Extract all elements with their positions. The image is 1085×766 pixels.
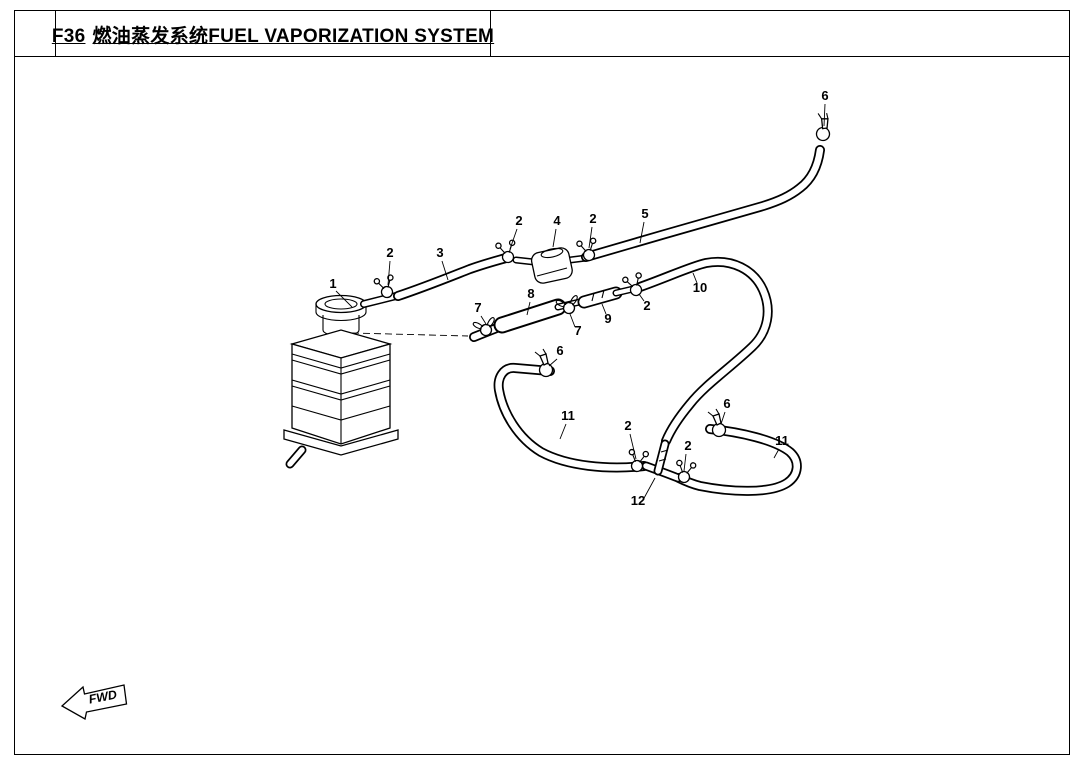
title-bar: F36 燃油蒸发系统FUEL VAPORIZATION SYSTEM xyxy=(15,11,1069,57)
callout-number: 2 xyxy=(624,418,631,433)
callout-number: 1 xyxy=(329,276,336,291)
callout-number: 2 xyxy=(684,438,691,453)
callout-leader-line xyxy=(387,260,391,286)
callout-number: 7 xyxy=(474,300,481,315)
callout-number: 10 xyxy=(693,280,707,295)
callout-leader-line xyxy=(569,313,576,328)
callout-leader-line xyxy=(773,448,780,459)
callout-leader-line xyxy=(823,103,826,127)
purge-valve xyxy=(516,247,586,284)
callout-leader-line xyxy=(441,260,449,281)
callout-leader-line xyxy=(692,272,698,284)
callout-number: 5 xyxy=(641,206,648,221)
callout-number: 6 xyxy=(821,88,828,103)
callout-leader-line xyxy=(588,226,593,249)
drawing-frame: F36 燃油蒸发系统FUEL VAPORIZATION SYSTEM xyxy=(14,10,1070,755)
callout-leader-line xyxy=(639,221,645,244)
callout-number: 2 xyxy=(515,213,522,228)
callout-number: 6 xyxy=(723,396,730,411)
callout-leader-line xyxy=(548,358,558,367)
callout-leader-line xyxy=(509,228,518,250)
callout-leader-line xyxy=(559,423,567,440)
page-title: F36 燃油蒸发系统FUEL VAPORIZATION SYSTEM xyxy=(52,21,494,48)
callout-number: 3 xyxy=(436,245,443,260)
callout-leader-line xyxy=(601,303,607,315)
title-english: FUEL VAPORIZATION SYSTEM xyxy=(208,25,495,47)
callout-leader-line xyxy=(642,477,656,501)
callout-number: 9 xyxy=(604,311,611,326)
callout-leader-line xyxy=(480,315,487,325)
dashed-guide-line xyxy=(351,332,469,337)
callout-number: 12 xyxy=(631,493,645,508)
callout-leader-line xyxy=(526,301,531,316)
hose-5 xyxy=(586,150,820,257)
fwd-label: FWD xyxy=(88,687,119,706)
callout-number: 2 xyxy=(386,245,393,260)
callout-leader-line xyxy=(335,290,353,308)
callout-number: 6 xyxy=(556,343,563,358)
callout-leader-line xyxy=(720,411,726,425)
callout-leader-line xyxy=(638,293,645,302)
callout-number: 4 xyxy=(553,213,561,228)
title-box: F36 燃油蒸发系统FUEL VAPORIZATION SYSTEM xyxy=(52,11,494,57)
callout-number: 8 xyxy=(527,286,534,301)
hose-3 xyxy=(398,258,506,296)
callout-leader-line xyxy=(552,228,557,248)
callout-leader-line xyxy=(629,433,637,460)
callout-number: 11 xyxy=(561,408,575,423)
tee-joint xyxy=(646,444,678,478)
callout-number: 7 xyxy=(574,323,581,338)
callout-number: 11 xyxy=(775,433,789,448)
screw-clamp-icon xyxy=(809,109,837,143)
callout-leader-line xyxy=(683,453,687,472)
callout-number: 2 xyxy=(589,211,596,226)
callout-number: 2 xyxy=(643,298,650,313)
title-chinese: 燃油蒸发系统 xyxy=(92,25,209,47)
canister xyxy=(283,296,398,465)
fwd-arrow: FWD xyxy=(60,684,128,721)
check-valve xyxy=(584,289,633,302)
figure-code: F36 xyxy=(51,25,86,47)
